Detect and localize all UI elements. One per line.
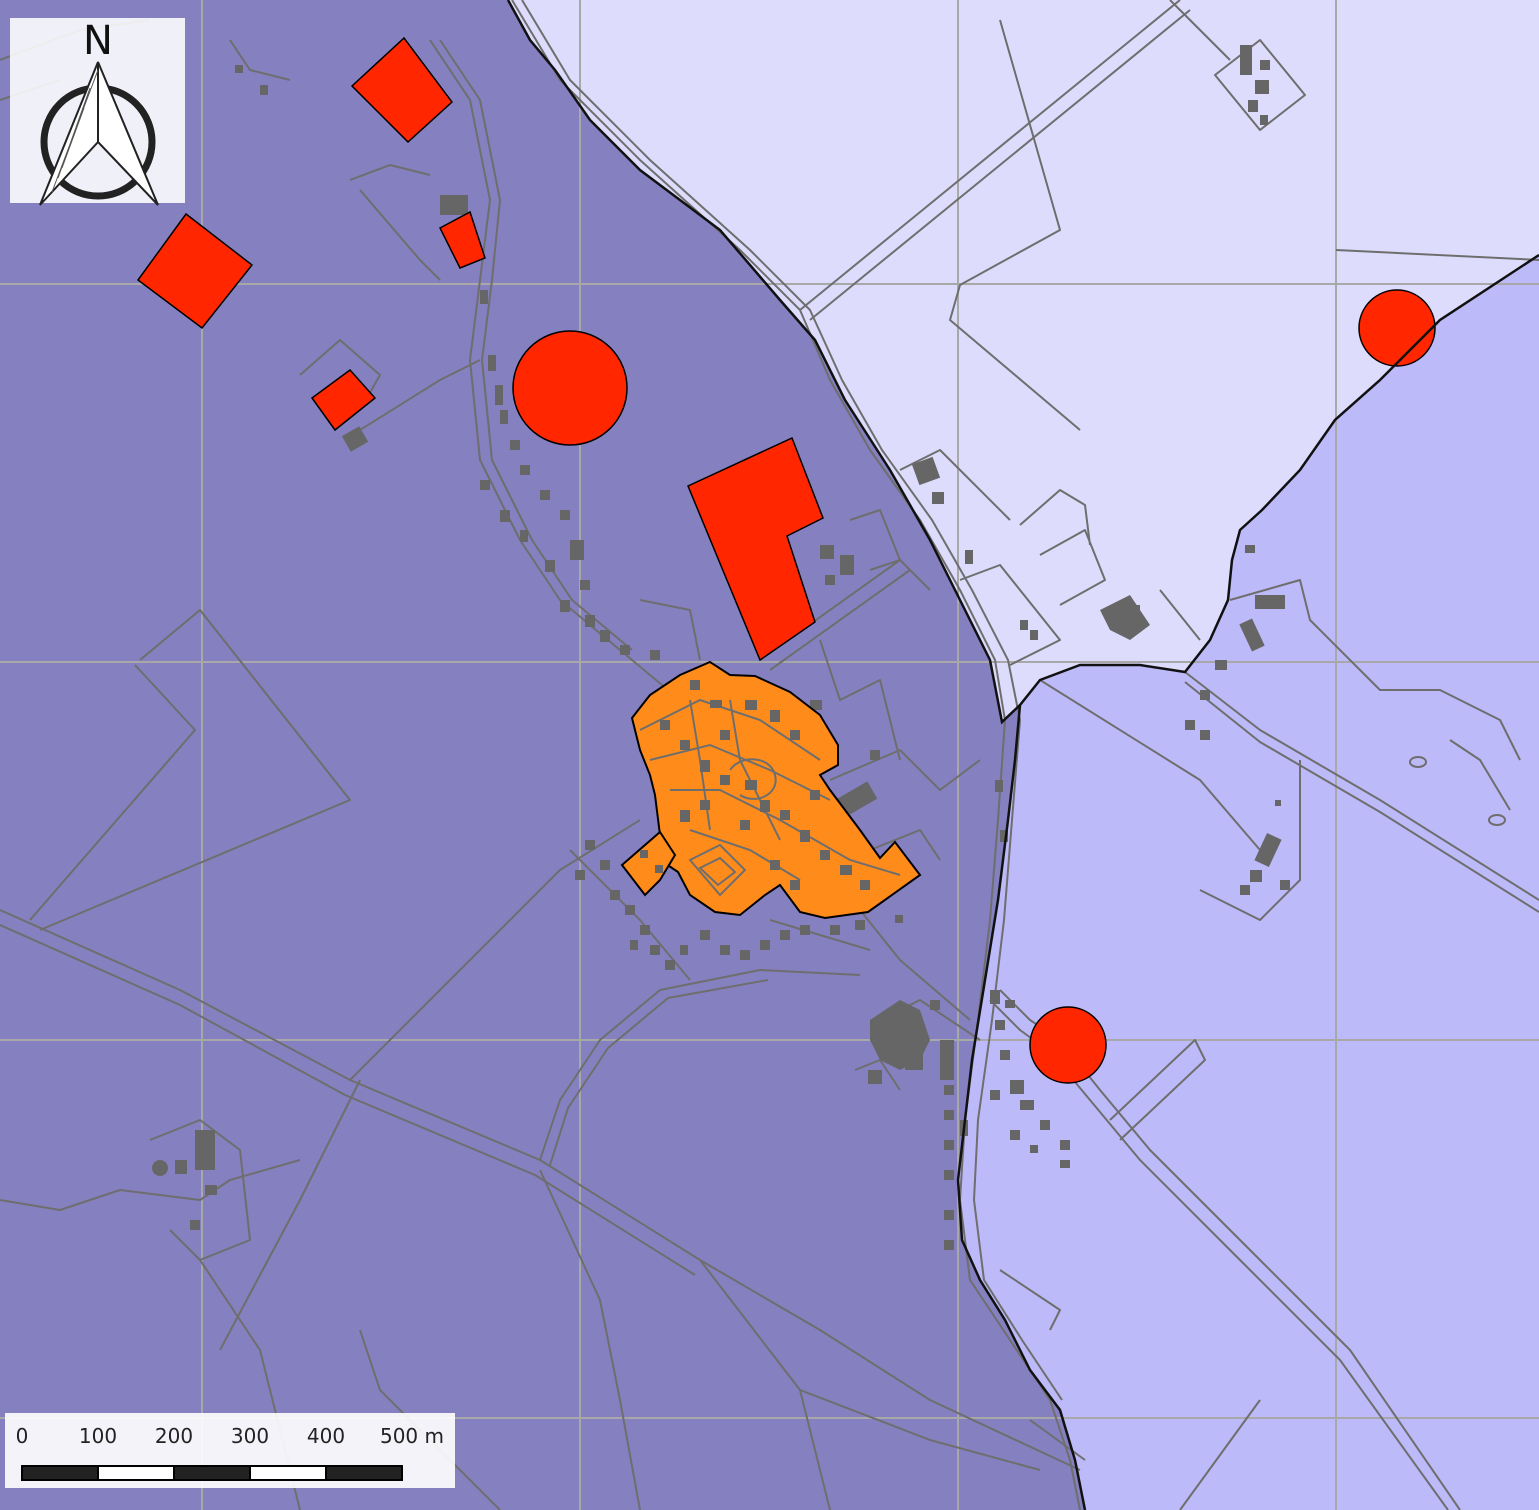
highlight-square-north[interactable] [350, 36, 454, 144]
north-arrow: N [10, 18, 185, 206]
north-arrow-icon [39, 61, 159, 206]
buildings [152, 45, 1290, 1250]
scale-bar-segments [21, 1465, 403, 1481]
zone-northeast [508, 0, 1539, 722]
highlight-small-parcel-b[interactable] [310, 368, 377, 432]
scale-label-500m: 500 m [380, 1424, 444, 1448]
highlight-features[interactable] [136, 36, 1436, 1084]
highlight-small-parcel-a[interactable] [439, 210, 486, 269]
village-core-buildings [640, 680, 870, 890]
highlight-circle-northeast[interactable] [1358, 289, 1436, 367]
zone-southeast [958, 255, 1539, 1510]
village-annex-area[interactable] [620, 830, 677, 897]
scale-bar: 0 100 200 300 400 500 m [5, 1413, 455, 1488]
highlight-l-shape[interactable] [687, 436, 824, 662]
highlight-circle-southeast[interactable] [1029, 1006, 1107, 1084]
scale-label-100: 100 [79, 1424, 117, 1448]
scale-label-0: 0 [16, 1424, 29, 1448]
highlight-circle-village[interactable] [512, 330, 628, 446]
zone-boundary-line [506, 0, 1539, 1510]
scale-label-200: 200 [155, 1424, 193, 1448]
scale-label-300: 300 [231, 1424, 269, 1448]
north-arrow-label: N [83, 18, 113, 64]
scale-label-400: 400 [307, 1424, 345, 1448]
highlight-square-west[interactable] [136, 212, 254, 330]
